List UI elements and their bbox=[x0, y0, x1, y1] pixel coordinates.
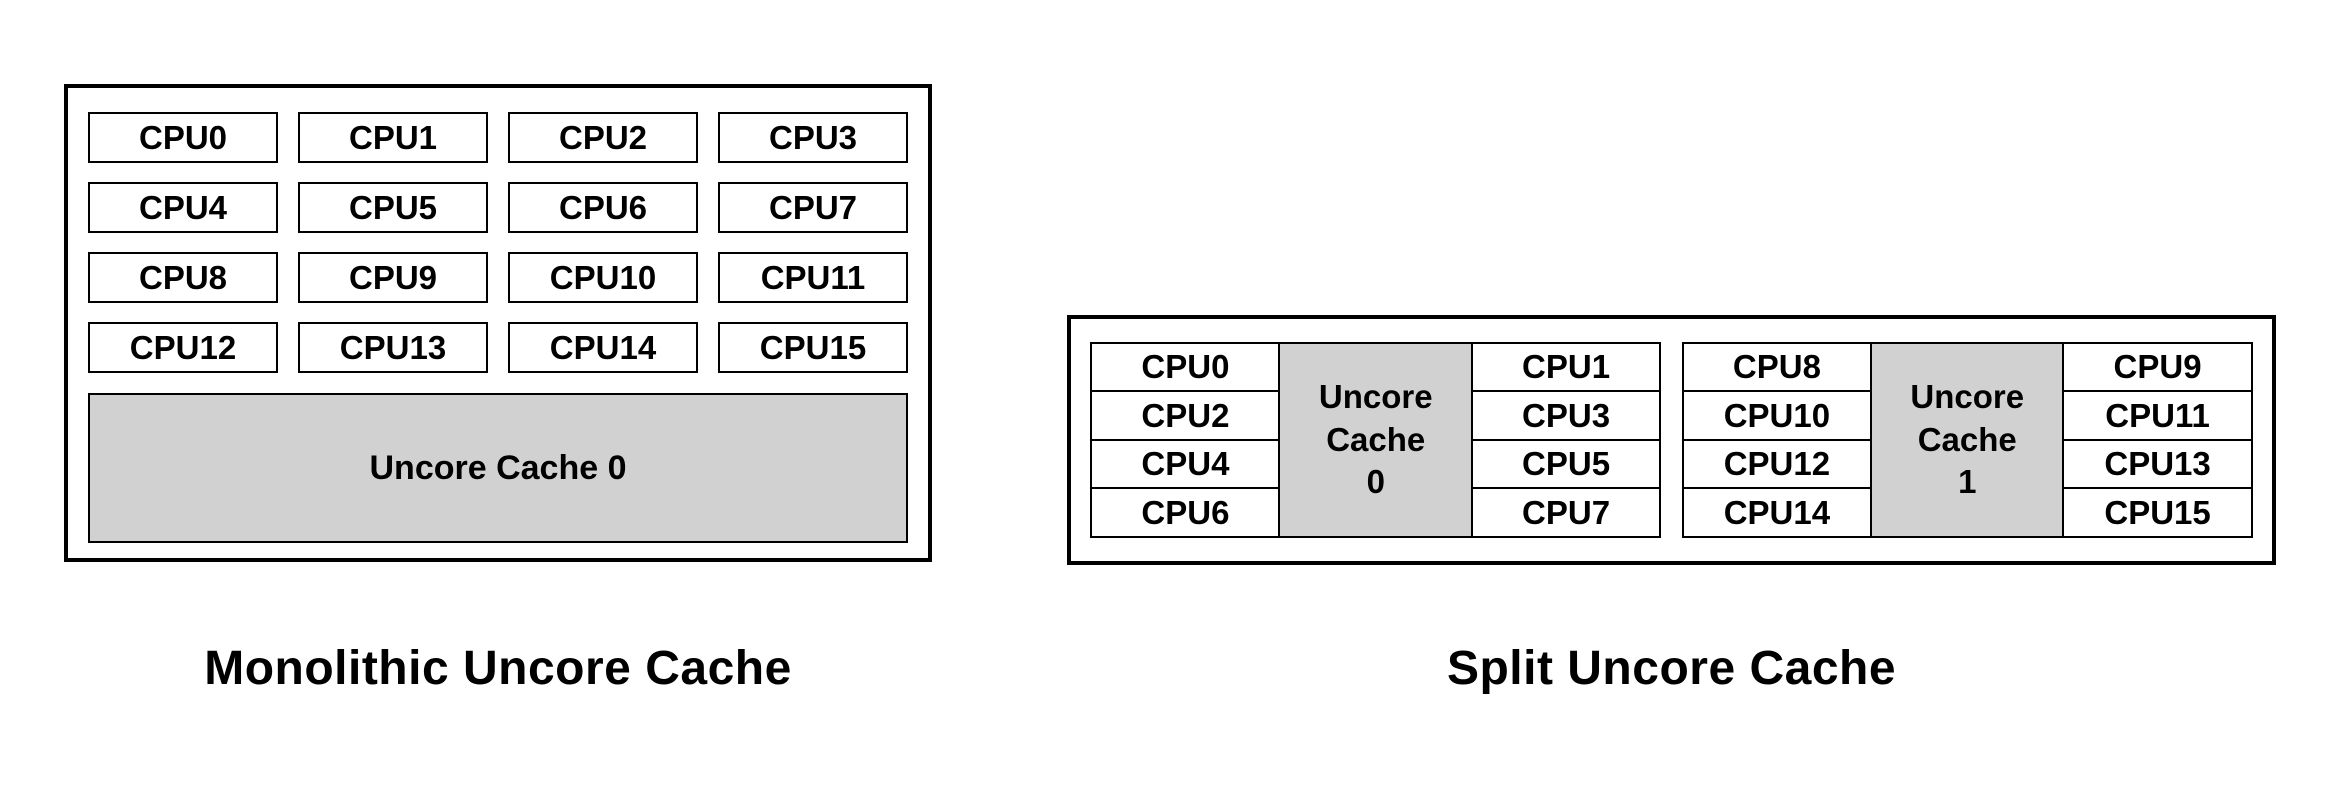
monolithic-cpu-grid: CPU0 CPU1 CPU2 CPU3 CPU4 CPU5 CPU6 CPU7 … bbox=[88, 112, 908, 373]
cpu-box: CPU9 bbox=[298, 252, 488, 303]
cpu-box: CPU13 bbox=[298, 322, 488, 373]
cache-label-line: Uncore bbox=[1910, 377, 2025, 415]
cpu-box: CPU7 bbox=[1470, 487, 1662, 538]
cluster0-right-cpu-column: CPU1 CPU3 CPU5 CPU7 bbox=[1470, 342, 1662, 538]
cpu-box: CPU0 bbox=[88, 112, 278, 163]
cache-label-line: 0 bbox=[1366, 463, 1385, 501]
cpu-box: CPU0 bbox=[1090, 342, 1281, 393]
cluster1-left-cpu-column: CPU8 CPU10 CPU12 CPU14 bbox=[1681, 342, 1873, 538]
uncore-cache-0-box: Uncore Cache 0 bbox=[88, 393, 908, 543]
cpu-box: CPU6 bbox=[508, 182, 698, 233]
cpu-box: CPU15 bbox=[718, 322, 908, 373]
cpu-box: CPU7 bbox=[718, 182, 908, 233]
split-diagram: CPU0 CPU2 CPU4 CPU6 Uncore Cache 0 CPU1 … bbox=[1067, 315, 2276, 565]
cache-label-line: 1 bbox=[1958, 463, 1977, 501]
cpu-box: CPU12 bbox=[1681, 438, 1873, 490]
cpu-box: CPU2 bbox=[1090, 390, 1281, 442]
cpu-box: CPU15 bbox=[2062, 487, 2253, 538]
cpu-box: CPU8 bbox=[88, 252, 278, 303]
uncore-cache-0-label: Uncore Cache 0 bbox=[369, 448, 627, 487]
cpu-box: CPU3 bbox=[1470, 390, 1662, 442]
cache-label-line: Uncore bbox=[1318, 377, 1433, 415]
cpu-box: CPU14 bbox=[508, 322, 698, 373]
cpu-box: CPU9 bbox=[2062, 342, 2253, 393]
cpu-box: CPU2 bbox=[508, 112, 698, 163]
cpu-box: CPU10 bbox=[508, 252, 698, 303]
cluster0-left-cpu-column: CPU0 CPU2 CPU4 CPU6 bbox=[1090, 342, 1281, 538]
cpu-box: CPU6 bbox=[1090, 487, 1281, 538]
cpu-box: CPU1 bbox=[1470, 342, 1662, 393]
cpu-box: CPU3 bbox=[718, 112, 908, 163]
monolithic-caption: Monolithic Uncore Cache bbox=[204, 642, 792, 695]
cpu-box: CPU1 bbox=[298, 112, 488, 163]
cpu-box: CPU5 bbox=[1470, 438, 1662, 490]
cpu-box: CPU4 bbox=[88, 182, 278, 233]
cache-label-line: Cache bbox=[1917, 420, 2017, 458]
split-caption: Split Uncore Cache bbox=[1446, 642, 1897, 695]
cpu-box: CPU11 bbox=[718, 252, 908, 303]
cpu-box: CPU5 bbox=[298, 182, 488, 233]
cpu-box: CPU13 bbox=[2062, 438, 2253, 490]
cpu-box: CPU14 bbox=[1681, 487, 1873, 538]
cache-label-line: Cache bbox=[1326, 420, 1426, 458]
cpu-box: CPU11 bbox=[2062, 390, 2253, 442]
split-cluster-0: CPU0 CPU2 CPU4 CPU6 Uncore Cache 0 CPU1 … bbox=[1090, 342, 1662, 538]
uncore-cache-1-split-box: Uncore Cache 1 bbox=[1869, 342, 2065, 538]
monolithic-diagram: CPU0 CPU1 CPU2 CPU3 CPU4 CPU5 CPU6 CPU7 … bbox=[64, 84, 932, 562]
cpu-box: CPU4 bbox=[1090, 438, 1281, 490]
cpu-box: CPU12 bbox=[88, 322, 278, 373]
split-cluster-1: CPU8 CPU10 CPU12 CPU14 Uncore Cache 1 CP… bbox=[1681, 342, 2254, 538]
uncore-cache-0-split-box: Uncore Cache 0 bbox=[1278, 342, 1474, 538]
cluster1-right-cpu-column: CPU9 CPU11 CPU13 CPU15 bbox=[2062, 342, 2253, 538]
cpu-box: CPU10 bbox=[1681, 390, 1873, 442]
cpu-box: CPU8 bbox=[1681, 342, 1873, 393]
